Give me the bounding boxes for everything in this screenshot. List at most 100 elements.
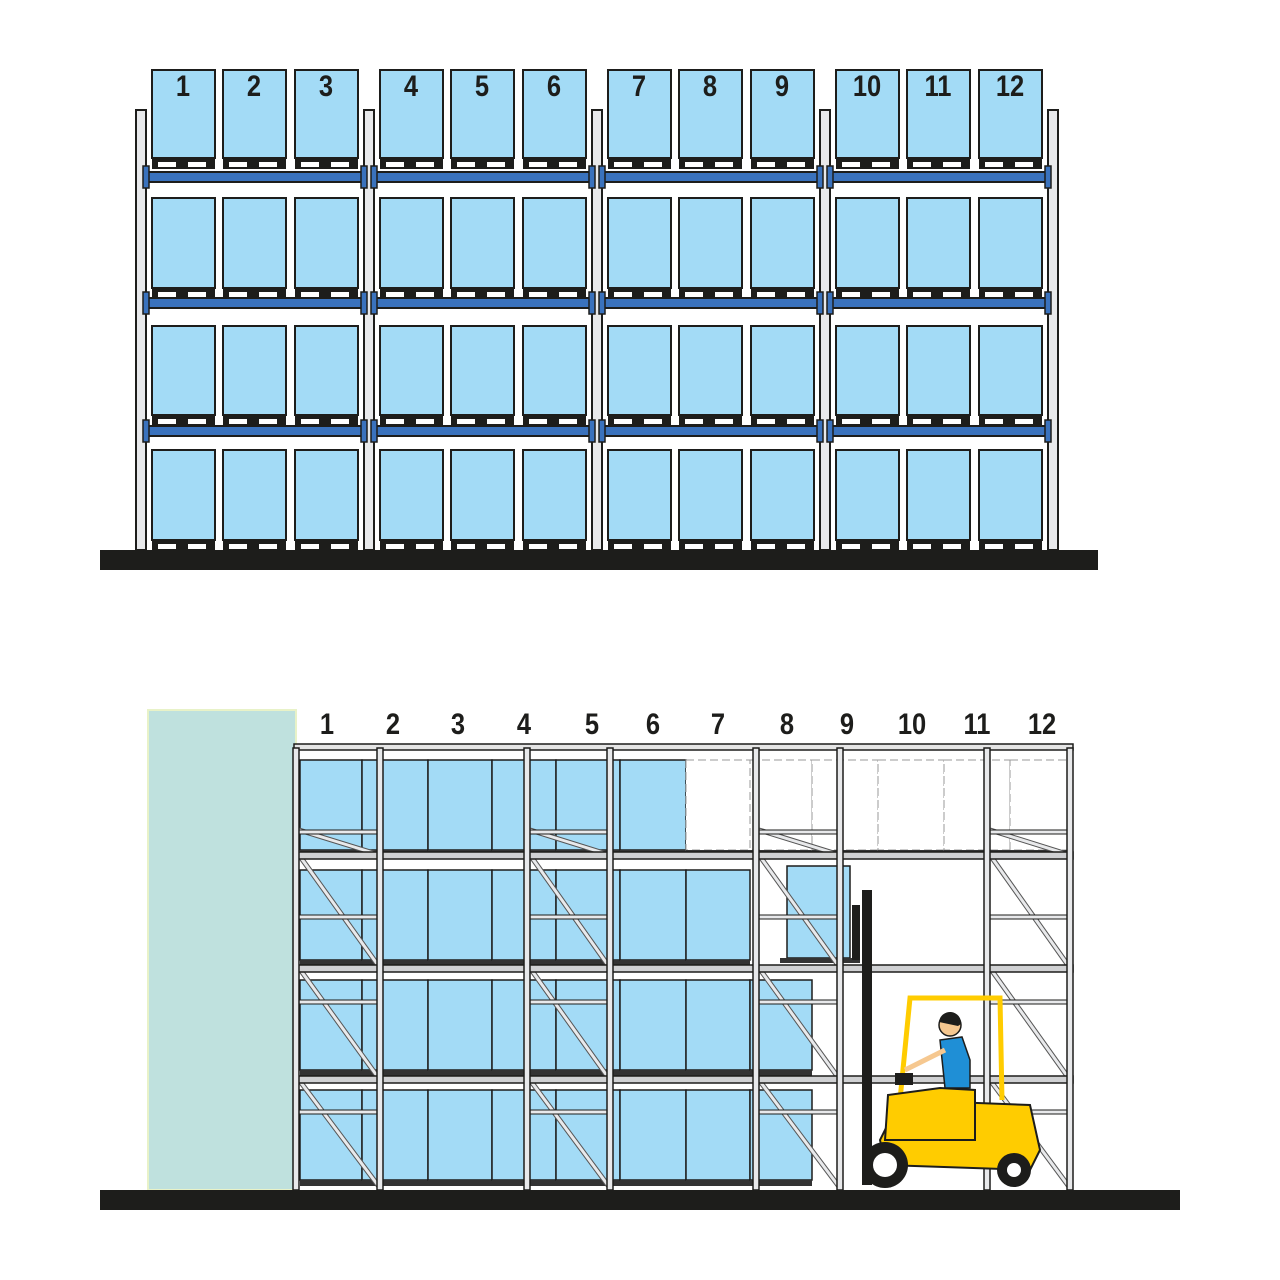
column-number-label: 10: [897, 708, 927, 741]
driver-hair: [939, 1011, 962, 1026]
pallet: [523, 288, 586, 299]
forklift-mast: [862, 890, 872, 1185]
pallet: [836, 415, 899, 426]
pallet-box: [361, 1089, 429, 1181]
pallet-box: [750, 449, 815, 541]
rear-wheel-hub: [1007, 1163, 1021, 1177]
beam-connector: [370, 419, 378, 443]
pallet: [620, 1180, 686, 1186]
pallet-gap: [529, 292, 547, 297]
beam-connector: [816, 419, 824, 443]
pallet-box: [835, 197, 900, 289]
pallet-gap: [301, 419, 319, 424]
pallet: [223, 158, 286, 169]
pallet-gap: [872, 162, 890, 167]
bay-number-label: 10: [852, 70, 882, 103]
pallet-gap: [715, 162, 733, 167]
beam-connector: [142, 419, 150, 443]
pallet-box: [151, 325, 216, 416]
pallet: [523, 540, 586, 551]
pallet-gap: [757, 419, 775, 424]
rack-upright: [836, 747, 844, 1191]
pallet-gap: [614, 419, 632, 424]
pallet-box: [427, 759, 493, 851]
pallet-box: [685, 869, 751, 961]
pallet-gap: [614, 544, 632, 549]
pallet: [451, 540, 514, 551]
pallet: [295, 158, 358, 169]
bay-number-label: 7: [631, 70, 647, 103]
pallet-gap: [715, 292, 733, 297]
pallet: [751, 540, 814, 551]
pallet-box: [619, 869, 687, 961]
pallet: [620, 960, 686, 966]
pallet-box: [678, 449, 743, 541]
pallet: [451, 158, 514, 169]
pallet-gap: [229, 292, 247, 297]
pallet-gap: [985, 292, 1003, 297]
pallet-gap: [301, 162, 319, 167]
pallet: [679, 415, 742, 426]
pallet: [295, 540, 358, 551]
pallet-box: [450, 325, 515, 416]
empty-slot: [685, 759, 751, 851]
pallet: [836, 158, 899, 169]
pallet-gap: [457, 419, 475, 424]
column-number-label: 9: [839, 708, 855, 741]
pallet-box: [685, 979, 751, 1071]
bay-number-label: 4: [403, 70, 419, 103]
rack-upright: [1066, 747, 1074, 1191]
pallet-gap: [985, 162, 1003, 167]
rack-upright: [523, 747, 531, 1191]
bay-number-label: 5: [474, 70, 490, 103]
bay-number-label: 8: [702, 70, 718, 103]
pallet-gap: [559, 544, 577, 549]
beam-connector: [598, 165, 606, 189]
horizontal-brace: [986, 914, 1071, 920]
column-number-label: 7: [710, 708, 726, 741]
pallet: [152, 288, 215, 299]
pallet-box: [685, 1089, 751, 1181]
beam: [829, 171, 1049, 183]
pallet-gap: [188, 162, 206, 167]
pallet: [451, 288, 514, 299]
shelf-beam: [295, 851, 1074, 860]
beam-connector: [1044, 291, 1052, 315]
pallet-box: [450, 197, 515, 289]
pallet-box: [222, 449, 287, 541]
pallet: [380, 288, 443, 299]
pallet: [451, 415, 514, 426]
horizontal-brace: [755, 999, 841, 1005]
pallet-gap: [757, 162, 775, 167]
pallet-gap: [229, 419, 247, 424]
pallet-gap: [1015, 162, 1033, 167]
pallet: [152, 158, 215, 169]
pallet-box: [906, 197, 971, 289]
bay-number-label: 9: [774, 70, 790, 103]
pallet-box: [379, 449, 444, 541]
beam: [145, 171, 365, 183]
pallet: [608, 288, 671, 299]
pallet-box: [835, 325, 900, 416]
beam: [601, 425, 821, 437]
pallet-box: [607, 325, 672, 416]
pallet-box: [678, 197, 743, 289]
pallet: [380, 415, 443, 426]
column-number-label: 8: [779, 708, 795, 741]
pallet-gap: [188, 292, 206, 297]
pallet: [295, 415, 358, 426]
pallet-gap: [386, 292, 404, 297]
pallet-gap: [614, 162, 632, 167]
pallet-box: [978, 69, 1043, 159]
column-number-label: 3: [450, 708, 466, 741]
forklift-carriage: [852, 905, 860, 960]
beam: [145, 425, 365, 437]
pallet: [608, 158, 671, 169]
pallet-gap: [787, 162, 805, 167]
diagonal-brace-fill: [988, 967, 1072, 1081]
pallet: [907, 540, 970, 551]
horizontal-brace: [295, 829, 381, 835]
beam-connector: [1044, 419, 1052, 443]
beam-connector: [588, 291, 596, 315]
column-number-label: 1: [319, 708, 335, 741]
